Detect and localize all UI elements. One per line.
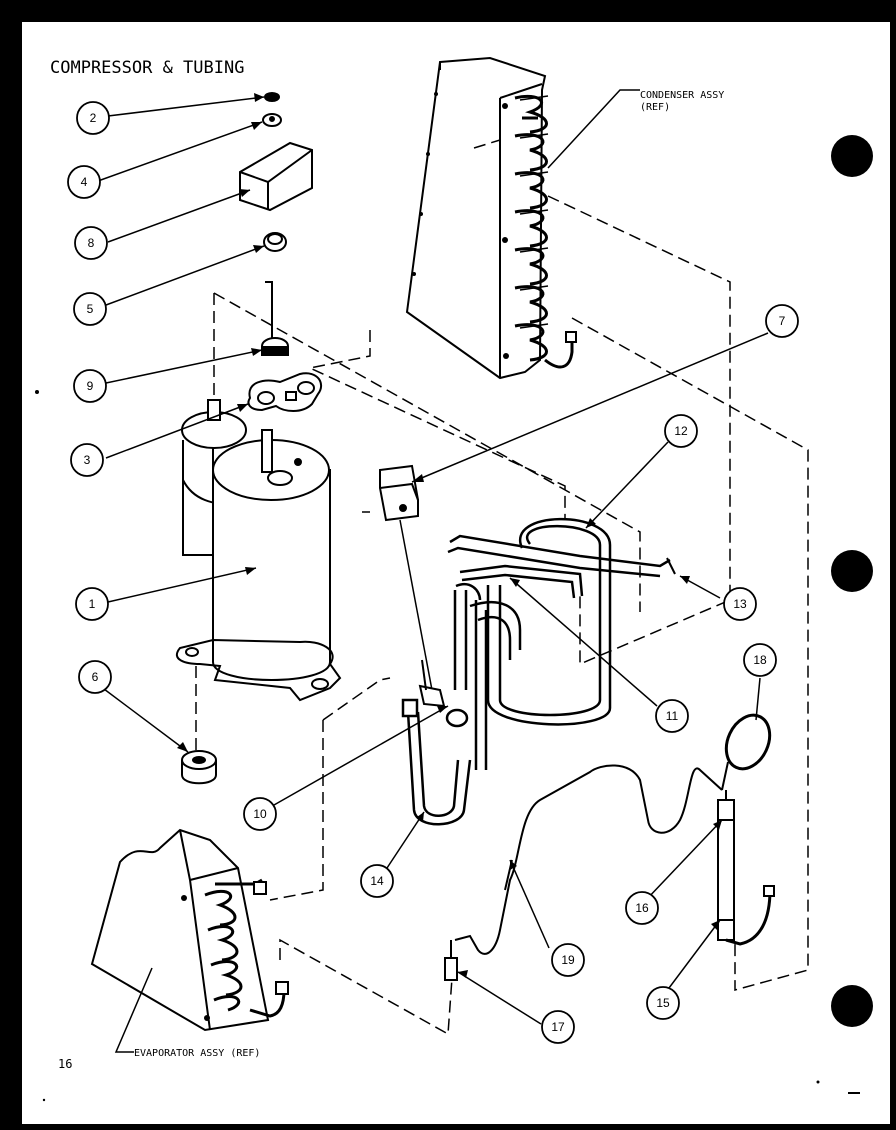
connection-lines: [195, 139, 809, 1036]
condenser-label: CONDENSER ASSY: [640, 90, 724, 101]
callout-leaders: [97, 96, 769, 1025]
callout-19: 19: [551, 943, 585, 977]
condenser-assembly: [405, 56, 577, 380]
callout-5: 5: [73, 292, 107, 326]
svg-text:15: 15: [656, 996, 670, 1010]
callout-4: 4: [67, 165, 101, 199]
condenser-leader: [547, 89, 640, 169]
compressor-group: [175, 92, 342, 785]
svg-text:12: 12: [674, 424, 688, 438]
svg-text:11: 11: [666, 709, 679, 723]
svg-text:13: 13: [733, 597, 747, 611]
svg-text:14: 14: [370, 874, 384, 888]
svg-text:18: 18: [753, 653, 767, 667]
diagram-title: COMPRESSOR & TUBING: [50, 58, 244, 78]
part-7-terminal-cover: [379, 464, 433, 691]
callout-10: 10: [243, 797, 277, 831]
svg-text:3: 3: [84, 453, 91, 467]
svg-text:6: 6: [92, 670, 99, 684]
svg-text:9: 9: [87, 379, 94, 393]
binder-holes: [831, 135, 873, 1027]
callout-15: 15: [646, 986, 680, 1020]
callout-8: 8: [74, 226, 108, 260]
callout-2: 2: [76, 101, 110, 135]
callout-6: 6: [78, 660, 112, 694]
capillary-drier: [444, 713, 775, 981]
callout-13: 13: [723, 587, 757, 621]
callout-16: 16: [625, 891, 659, 925]
evaporator-leader: [114, 967, 153, 1053]
evaporator-label: EVAPORATOR ASSY (REF): [134, 1048, 260, 1059]
evaporator-assembly: [90, 828, 289, 1032]
svg-text:1: 1: [89, 597, 96, 611]
condenser-ref-label: (REF): [640, 102, 670, 113]
page-number: 16: [58, 1057, 72, 1071]
svg-text:10: 10: [253, 807, 267, 821]
callout-arrowheads: [177, 93, 722, 978]
callout-18: 18: [743, 643, 777, 677]
callout-11: 11: [655, 699, 689, 733]
callout-17: 17: [541, 1010, 575, 1044]
svg-text:5: 5: [87, 302, 94, 316]
callout-7: 7: [765, 304, 799, 338]
svg-text:2: 2: [90, 111, 97, 125]
callout-3: 3: [70, 443, 104, 477]
tubing-assembly: [401, 517, 676, 826]
svg-text:8: 8: [88, 236, 95, 250]
svg-text:4: 4: [81, 175, 88, 189]
scan-marks: [4, 390, 860, 1102]
svg-text:19: 19: [561, 953, 575, 967]
callout-9: 9: [73, 369, 107, 403]
callout-bubbles: 2 4 8 5 9 3 1 6 7 12 13 11 18 10 14 16 1…: [67, 101, 799, 1044]
svg-text:17: 17: [551, 1020, 565, 1034]
callout-14: 14: [360, 864, 394, 898]
svg-text:16: 16: [635, 901, 649, 915]
callout-1: 1: [75, 587, 109, 621]
svg-text:7: 7: [779, 314, 786, 328]
callout-12: 12: [664, 414, 698, 448]
